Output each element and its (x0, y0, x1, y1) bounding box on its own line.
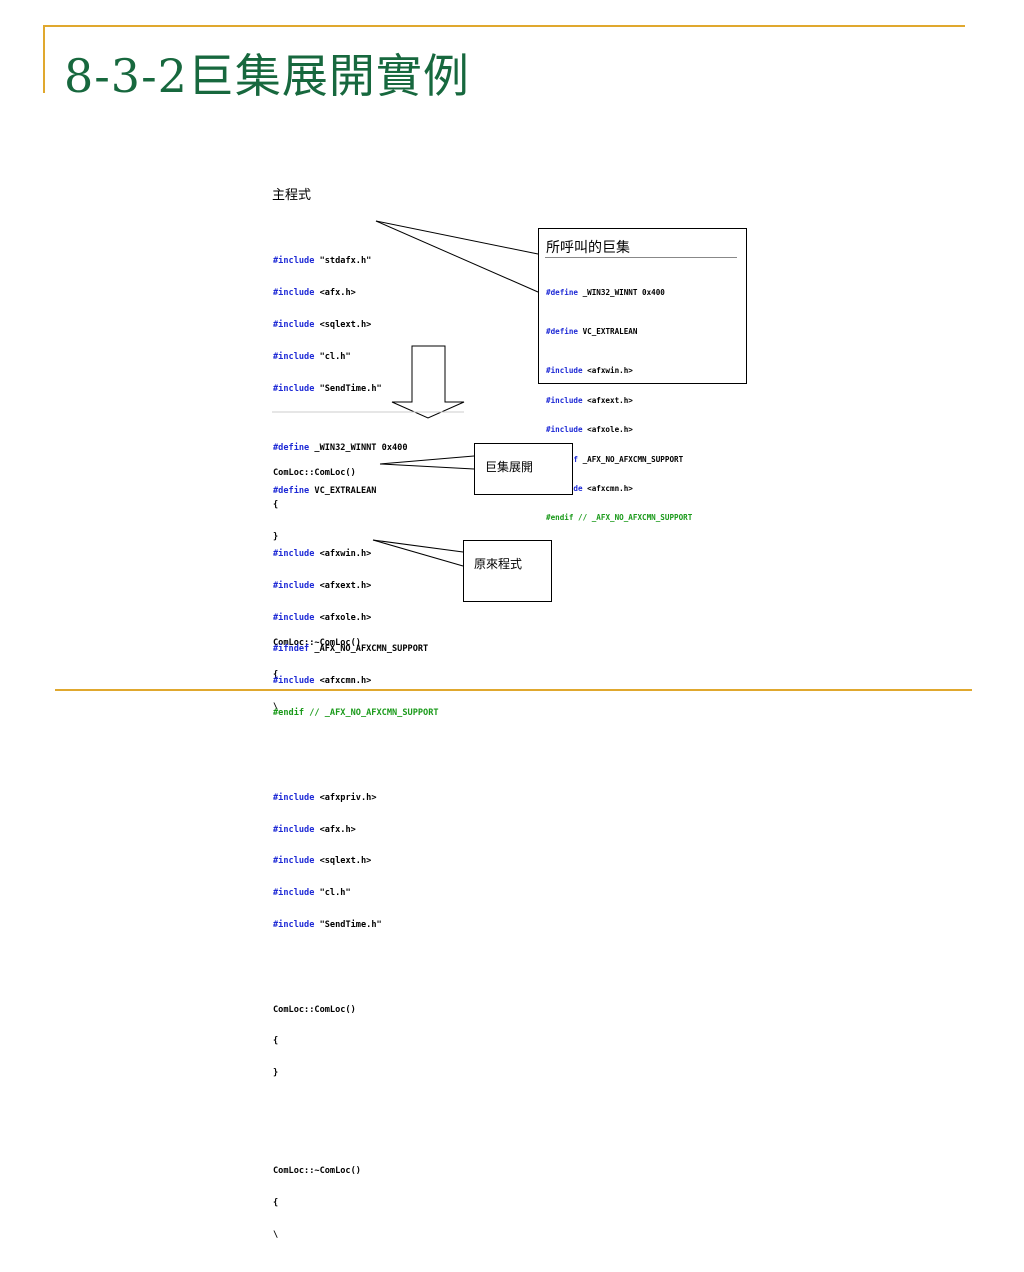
macro-expansion-callout: 巨集展開 (474, 443, 573, 495)
code-line: #ifndef _AFX_NO_AFXCMN_SUPPORT (273, 644, 429, 655)
code-line: #define VC_EXTRALEAN (546, 326, 638, 336)
code-line: #endif // _AFX_NO_AFXCMN_SUPPORT (546, 513, 693, 523)
left-rule (43, 25, 45, 93)
code-line: #include <afxext.h> (546, 395, 633, 405)
code-line: #include <afxcmn.h> (273, 676, 372, 687)
code-line: } (273, 1068, 279, 1079)
code-line: #include <afxpriv.h> (273, 792, 377, 803)
code-line: #include <sqlext.h> (273, 856, 372, 867)
code-line: #include <afxwin.h> (546, 366, 633, 376)
expanded-code: #define _WIN32_WINNT 0x400 #define VC_EX… (273, 422, 439, 1272)
code-line: #include <afxext.h> (273, 580, 372, 591)
code-line: #include <afxwin.h> (273, 549, 372, 560)
connector-to-called-top (375, 220, 539, 255)
code-line: ComLoc::ComLoc() (273, 1004, 356, 1015)
code-line: #include "SendTime.h" (273, 919, 382, 930)
code-line: ComLoc::~ComLoc() (273, 637, 361, 648)
code-line: ComLoc::~ComLoc() (273, 1166, 361, 1177)
original-program-label: 原來程式 (474, 557, 523, 571)
expanded-ctor: ComLoc::ComLoc() { } (273, 983, 439, 1100)
code-line: #endif // _AFX_NO_AFXCMN_SUPPORT (273, 708, 439, 719)
connector-to-called-bottom (375, 220, 539, 293)
code-line: } (273, 531, 279, 542)
code-line: ComLoc::ComLoc() (273, 468, 356, 479)
called-macros-divider (545, 257, 737, 258)
code-line: #define VC_EXTRALEAN (273, 485, 377, 496)
code-line: { (273, 1036, 279, 1047)
code-line: #include "stdafx.h" (273, 256, 372, 267)
code-line: #include <afxole.h> (546, 425, 633, 435)
code-line: #include <afx.h> (273, 288, 356, 299)
code-line: { (273, 669, 279, 680)
main-code: #include "stdafx.h" #include <afx.h> #in… (273, 214, 382, 744)
code-line: \ (273, 1229, 279, 1240)
code-line: #define _WIN32_WINNT 0x400 (546, 287, 665, 297)
code-line: { (273, 500, 279, 511)
code-line: #include <afxole.h> (273, 612, 372, 623)
original-program-callout: 原來程式 (463, 540, 552, 602)
connector-to-expand-top (379, 455, 475, 465)
main-program-label: 主程式 (272, 188, 312, 203)
connector-to-original-bottom (372, 539, 464, 567)
code-line: #include <afx.h> (273, 824, 356, 835)
macro-expansion-label: 巨集展開 (485, 460, 534, 474)
main-dtor: ComLoc::~ComLoc() { \ (273, 617, 382, 734)
called-macros-code: #define _WIN32_WINNT 0x400 #define VC_EX… (546, 268, 692, 543)
down-arrow-icon (391, 345, 465, 419)
code-line: #include "cl.h" (273, 351, 351, 362)
called-macros-box: 所呼叫的巨集 #define _WIN32_WINNT 0x400 #defin… (538, 228, 747, 522)
code-line: \ (273, 701, 279, 712)
connector-lines (272, 220, 539, 567)
expanded-afx-block: #include <afxwin.h> #include <afxext.h> … (273, 528, 439, 740)
slide-title: 8-3-2巨集展開實例 (64, 49, 470, 103)
code-line: #include "cl.h" (273, 888, 351, 899)
top-rule (45, 25, 965, 27)
connector-to-original-top (372, 539, 464, 553)
code-line: { (273, 1198, 279, 1209)
connector-to-expand-bottom (379, 463, 475, 470)
main-includes: #include "stdafx.h" #include <afx.h> #in… (273, 235, 382, 415)
expanded-dtor: ComLoc::~ComLoc() { \ (273, 1145, 439, 1262)
code-line: #define _WIN32_WINNT 0x400 (273, 443, 408, 454)
expanded-includes: #include <afxpriv.h> #include <afx.h> #i… (273, 772, 439, 952)
main-ctor: ComLoc::ComLoc() { } (273, 447, 382, 564)
code-line: #include <sqlext.h> (273, 319, 372, 330)
called-macros-title: 所呼叫的巨集 (546, 240, 630, 256)
bottom-rule (55, 689, 972, 691)
code-line: #include "SendTime.h" (273, 383, 382, 394)
